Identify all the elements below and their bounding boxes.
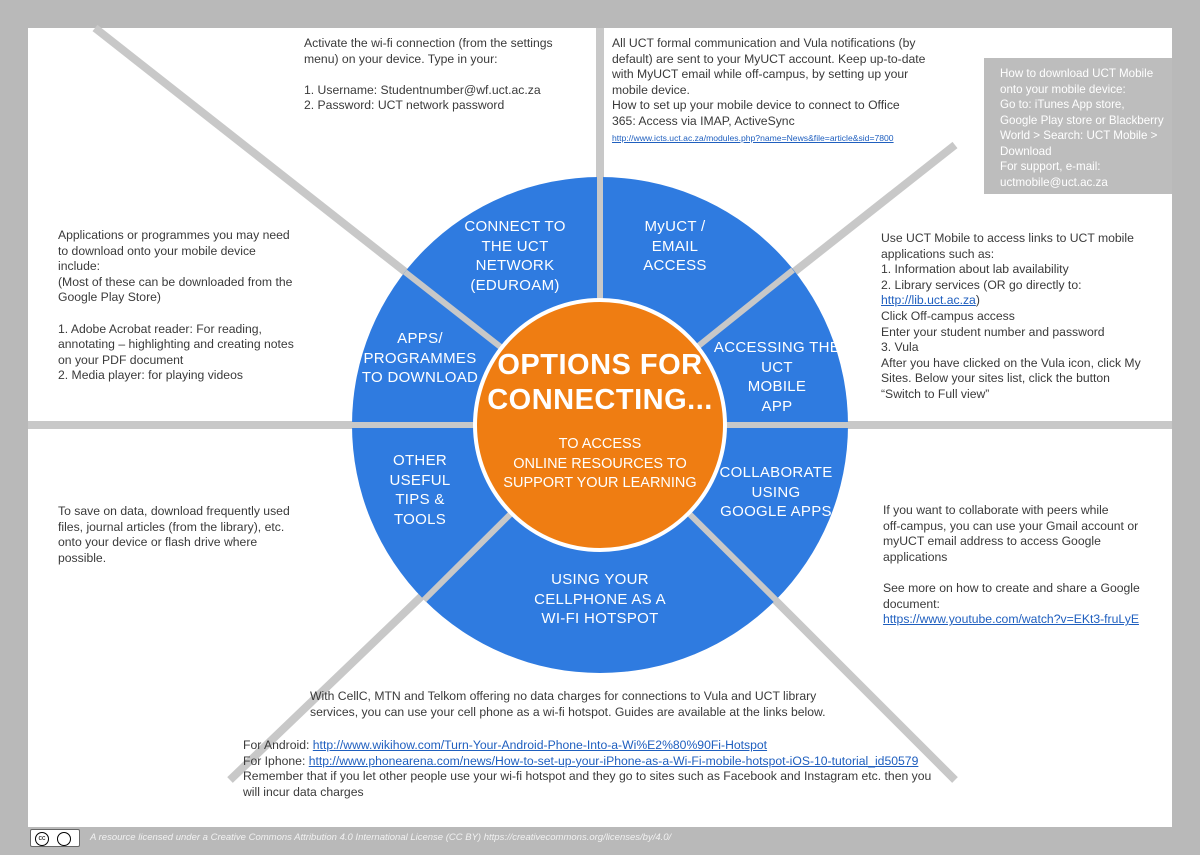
center-title: OPTIONS FOR CONNECTING... <box>487 349 713 416</box>
segment-connect-uct-network[interactable]: CONNECT TO THE UCT NETWORK (EDUROAM) <box>464 218 566 294</box>
segment-cellphone-hotspot[interactable]: USING YOUR CELLPHONE AS A WI-FI HOTSPOT <box>534 571 666 627</box>
segment-collaborate-google-apps[interactable]: COLLABORATE USING GOOGLE APPS <box>719 464 833 520</box>
office365-setup-link[interactable]: http://www.icts.uct.ac.za/modules.php?na… <box>612 132 894 143</box>
center-circle <box>473 298 727 552</box>
android-hotspot-link[interactable]: http://www.wikihow.com/Turn-Your-Android… <box>312 738 768 752</box>
hotspot-links-text: For Android: http://www.wikihow.com/Turn… <box>243 738 932 799</box>
license-text: A resource licensed under a Creative Com… <box>90 832 672 843</box>
segment-other-useful-tips[interactable]: OTHER USEFUL TIPS & TOOLS <box>389 452 451 528</box>
connect-network-text: Activate the wi-fi connection (from the … <box>304 36 553 113</box>
google-docs-video-link[interactable]: https://www.youtube.com/watch?v=EKt3-fru… <box>883 612 1139 627</box>
segment-apps-programmes[interactable]: APPS/ PROGRAMMES TO DOWNLOAD <box>361 330 479 386</box>
iphone-hotspot-link[interactable]: http://www.phonearena.com/news/How-to-se… <box>308 753 919 768</box>
library-link[interactable]: http://lib.uct.ac.za <box>881 293 976 308</box>
uct-mobile-download-box: How to download UCT Mobile onto your mob… <box>984 58 1172 194</box>
collaborate-google-text: If you want to collaborate with peers wh… <box>883 503 1140 627</box>
myuct-email-text: All UCT formal communication and Vula no… <box>612 36 926 143</box>
segment-uct-mobile-app[interactable]: ACCESSING THE UCT MOBILE APP <box>713 339 841 415</box>
apps-programmes-text: Applications or programmes you may need … <box>58 228 294 383</box>
segment-myuct-email-access[interactable]: MyUCT / EMAIL ACCESS <box>643 218 707 274</box>
hotspot-intro-text: With CellC, MTN and Telkom offering no d… <box>310 689 826 719</box>
creative-commons-icon: cc <box>30 829 80 847</box>
useful-tips-text: To save on data, download frequently use… <box>58 504 290 565</box>
uct-mobile-app-text: Use UCT Mobile to access links to UCT mo… <box>881 231 1141 401</box>
center-subtitle: TO ACCESS ONLINE RESOURCES TO SUPPORT YO… <box>503 436 697 491</box>
footer: cc A resource licensed under a Creative … <box>28 827 1172 851</box>
